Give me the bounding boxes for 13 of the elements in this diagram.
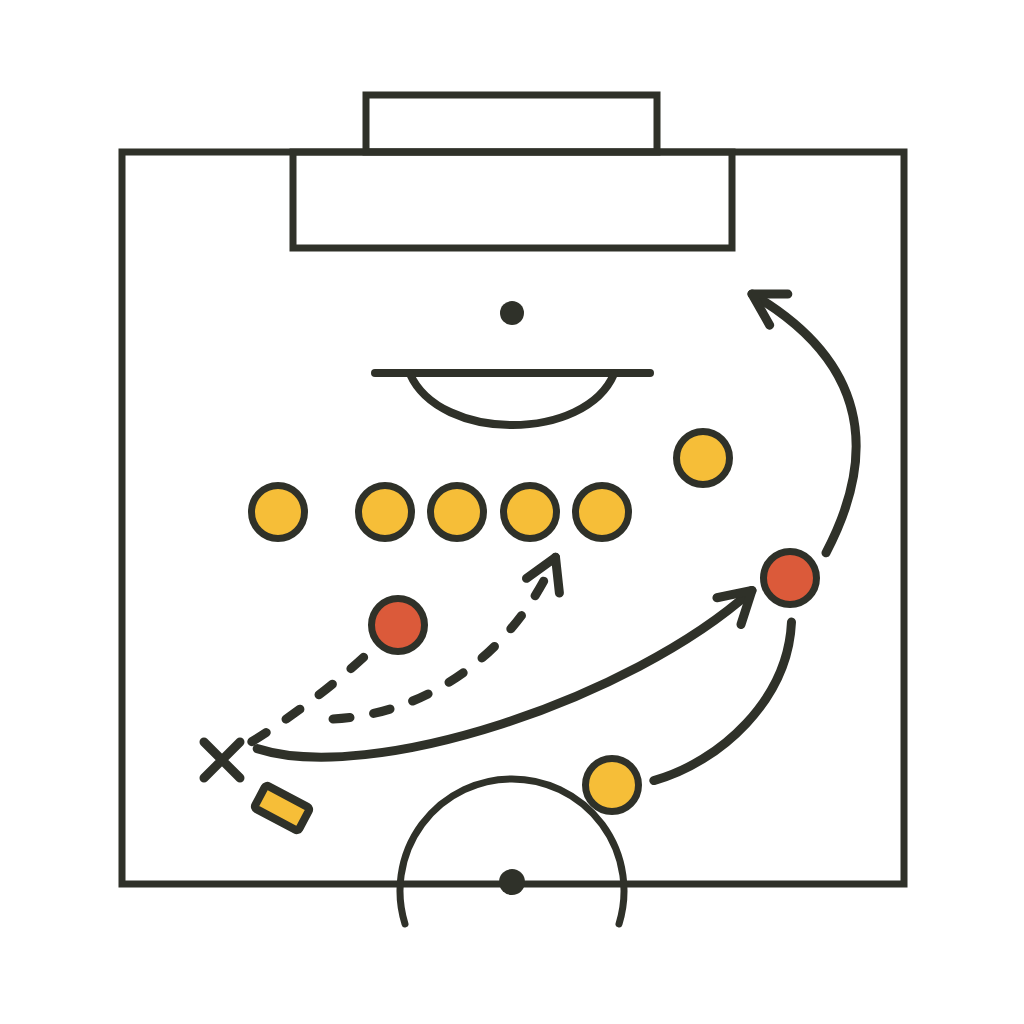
player-token — [355, 482, 415, 542]
player-token — [427, 482, 487, 542]
line — [649, 617, 796, 786]
player-token — [572, 482, 632, 542]
cross-marker — [199, 737, 245, 783]
player-token — [760, 548, 820, 608]
player-token — [368, 595, 428, 655]
player-token — [500, 482, 560, 542]
arrow — [747, 289, 861, 558]
arrow — [252, 585, 757, 762]
player-token — [673, 428, 733, 488]
player-token — [248, 482, 308, 542]
player-token — [582, 755, 642, 815]
